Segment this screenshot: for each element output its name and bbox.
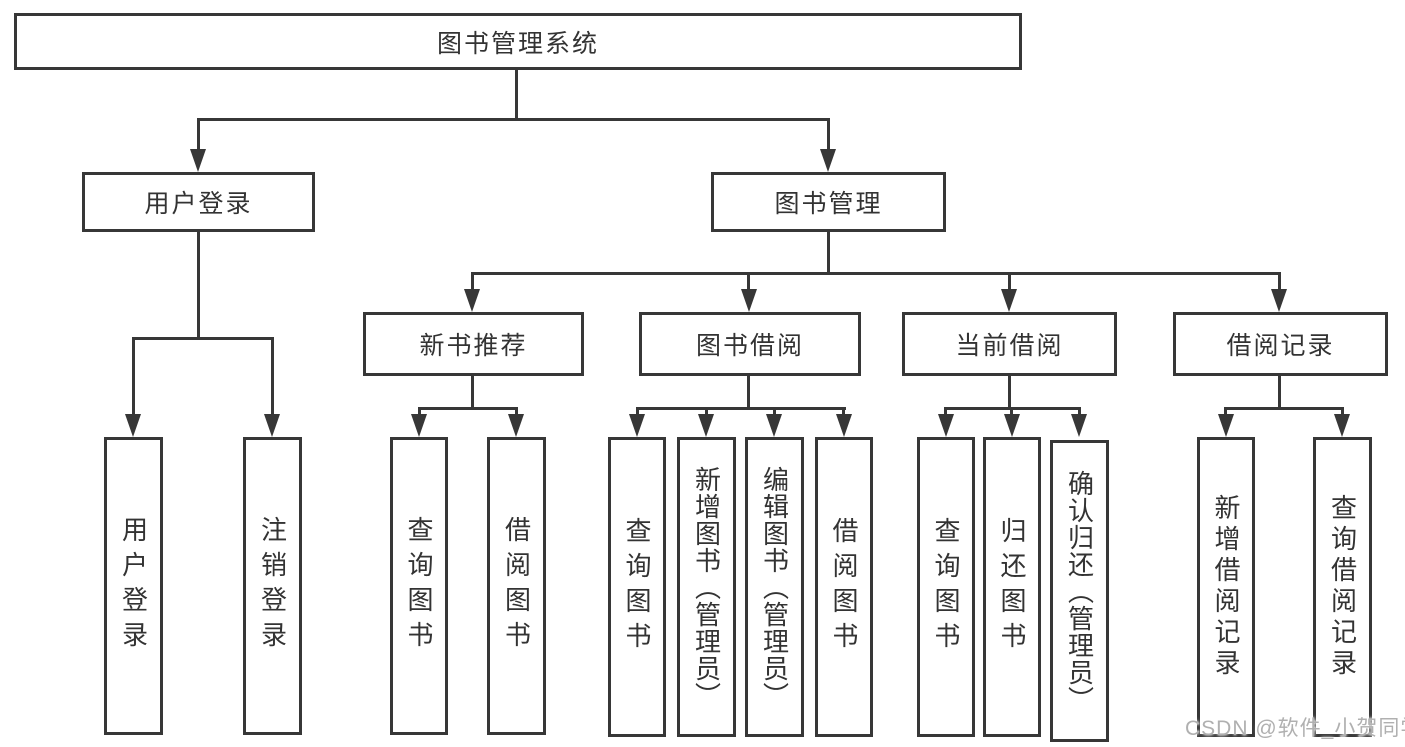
leaf-recommend-query-book-label: 查询图书 <box>404 516 434 656</box>
connector-line <box>271 337 274 417</box>
node-root-label: 图书管理系统 <box>436 29 599 58</box>
connector-line <box>705 407 708 417</box>
connector-line <box>197 229 200 340</box>
leaf-borrow-add-book-admin: 新增图书（管理员） <box>677 437 736 737</box>
arrow-down-icon <box>820 149 836 172</box>
connector-line <box>842 407 845 417</box>
leaf-records-query-record-label: 查询借阅记录 <box>1327 494 1358 680</box>
connector-line <box>1278 272 1281 292</box>
arrow-down-icon <box>264 414 280 437</box>
leaf-borrow-edit-book-admin: 编辑图书（管理员） <box>745 437 804 737</box>
connector-line <box>944 407 947 417</box>
arrow-down-icon <box>836 414 852 437</box>
leaf-borrow-borrow-book-label: 借阅图书 <box>829 517 859 657</box>
leaf-current-query-book: 查询图书 <box>917 437 975 737</box>
connector-line <box>827 118 830 152</box>
leaf-current-query-book-label: 查询图书 <box>931 517 961 657</box>
leaf-current-return-book-label: 归还图书 <box>997 517 1027 657</box>
arrow-down-icon <box>766 414 782 437</box>
leaf-current-return-book: 归还图书 <box>983 437 1041 737</box>
connector-line <box>1224 407 1227 417</box>
connector-line <box>471 272 474 292</box>
connector-line <box>471 374 474 410</box>
connector-line <box>197 118 200 152</box>
watermark: CSDN @软件_小贺同学 <box>1185 717 1405 740</box>
connector-line <box>418 407 421 417</box>
leaf-recommend-borrow-book-label: 借阅图书 <box>501 516 532 656</box>
connector-line <box>1341 407 1344 417</box>
node-book-management-label: 图书管理 <box>774 190 883 218</box>
arrow-down-icon <box>190 149 206 172</box>
node-book-management: 图书管理 <box>711 172 946 232</box>
arrow-down-icon <box>1218 414 1234 437</box>
arrow-down-icon <box>629 414 645 437</box>
leaf-current-confirm-return-admin-label: 确认归还（管理员） <box>1064 469 1095 713</box>
leaf-user-login: 用户登录 <box>104 437 163 735</box>
leaf-logout-login-label: 注销登录 <box>257 516 288 656</box>
connector-line <box>636 407 846 410</box>
connector-line <box>471 272 1281 275</box>
leaf-recommend-borrow-book: 借阅图书 <box>487 437 546 735</box>
leaf-borrow-borrow-book: 借阅图书 <box>815 437 873 737</box>
connector-line <box>197 118 830 121</box>
connector-line <box>1010 407 1013 417</box>
node-current-borrowing-label: 当前借阅 <box>955 332 1064 360</box>
connector-line <box>1008 374 1011 410</box>
leaf-records-add-record-label: 新增借阅记录 <box>1211 494 1241 680</box>
leaf-logout-login: 注销登录 <box>243 437 302 735</box>
connector-line <box>1078 407 1081 417</box>
node-user-login-label: 用户登录 <box>144 190 253 218</box>
arrow-down-icon <box>938 414 954 437</box>
node-new-book-recommend: 新书推荐 <box>363 312 584 376</box>
node-current-borrowing: 当前借阅 <box>902 312 1117 376</box>
arrow-down-icon <box>1334 414 1350 437</box>
node-new-book-recommend-label: 新书推荐 <box>419 332 528 360</box>
leaf-records-query-record: 查询借阅记录 <box>1313 437 1372 737</box>
arrow-down-icon <box>464 289 480 312</box>
arrow-down-icon <box>508 414 524 437</box>
leaf-current-confirm-return-admin: 确认归还（管理员） <box>1050 440 1109 742</box>
leaf-borrow-query-book: 查询图书 <box>608 437 666 737</box>
arrow-down-icon <box>1071 414 1087 437</box>
node-book-borrowing: 图书借阅 <box>639 312 861 376</box>
arrow-down-icon <box>698 414 714 437</box>
connector-line <box>636 407 639 417</box>
connector-line <box>1008 272 1011 292</box>
connector-line <box>132 337 135 417</box>
connector-line <box>515 407 518 417</box>
node-root: 图书管理系统 <box>14 13 1022 70</box>
leaf-user-login-label: 用户登录 <box>118 516 149 656</box>
arrow-down-icon <box>1271 289 1287 312</box>
connector-line <box>1224 407 1344 410</box>
leaf-borrow-add-book-admin-label: 新增图书（管理员） <box>691 465 722 709</box>
connector-line <box>827 229 830 275</box>
arrow-down-icon <box>1004 414 1020 437</box>
connector-line <box>418 407 518 410</box>
connector-line <box>773 407 776 417</box>
connector-line <box>1278 374 1281 410</box>
arrow-down-icon <box>411 414 427 437</box>
arrow-down-icon <box>741 289 757 312</box>
node-borrowing-records-label: 借阅记录 <box>1226 332 1335 360</box>
leaf-records-add-record: 新增借阅记录 <box>1197 437 1255 737</box>
leaf-borrow-query-book-label: 查询图书 <box>622 517 652 657</box>
arrow-down-icon <box>125 414 141 437</box>
node-borrowing-records: 借阅记录 <box>1173 312 1388 376</box>
connector-line <box>747 374 750 410</box>
leaf-borrow-edit-book-admin-label: 编辑图书（管理员） <box>759 465 790 709</box>
arrow-down-icon <box>1001 289 1017 312</box>
node-user-login: 用户登录 <box>82 172 315 232</box>
connector-line <box>747 272 750 292</box>
connector-line <box>515 69 518 121</box>
connector-line <box>132 337 274 340</box>
leaf-recommend-query-book: 查询图书 <box>390 437 448 735</box>
node-book-borrowing-label: 图书借阅 <box>695 332 804 360</box>
